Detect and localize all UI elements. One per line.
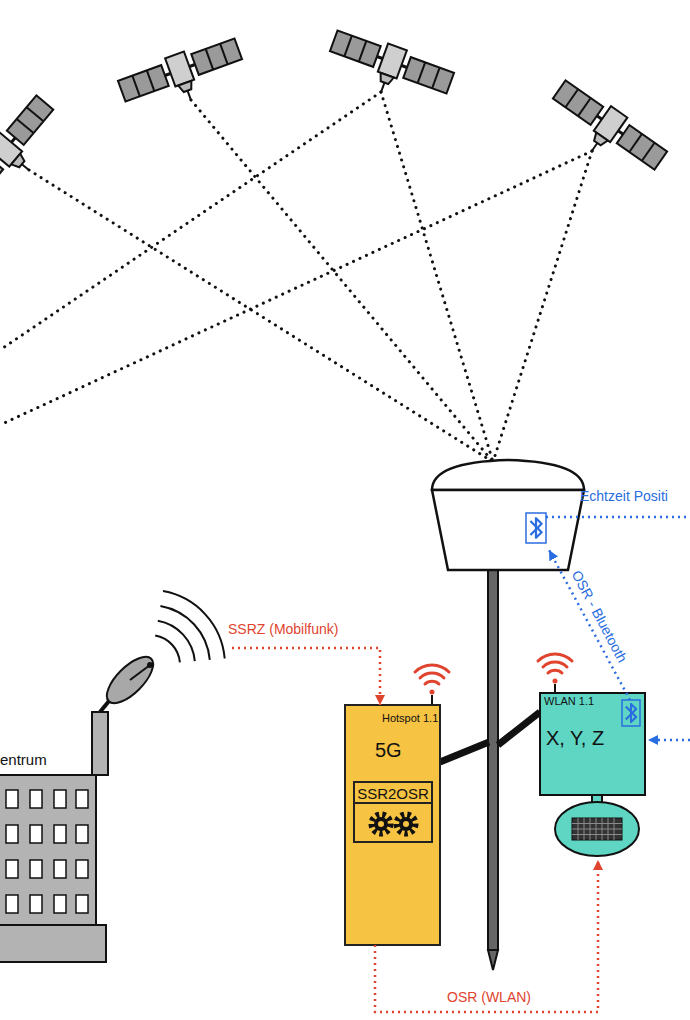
wifi-symbol bbox=[538, 654, 572, 684]
gnss-rover-pole bbox=[440, 570, 540, 970]
data-center-building bbox=[0, 712, 108, 962]
wifi-symbol bbox=[415, 665, 449, 695]
node-heading: entrum bbox=[0, 752, 47, 769]
tablet-box: WLAN 1.1 X, Y, Z bbox=[538, 690, 648, 860]
data-center: entrum bbox=[0, 590, 232, 960]
connector-label: SSRZ (Mobilfunk) bbox=[228, 622, 338, 637]
gear-symbol bbox=[372, 815, 415, 833]
data-link-arrow bbox=[232, 648, 380, 705]
field-tablet bbox=[540, 684, 645, 856]
signal-lines bbox=[0, 92, 592, 462]
hotspot-device bbox=[345, 695, 440, 945]
connector-label: OSR (WLAN) bbox=[447, 990, 531, 1005]
hotspot-box: Hotspot 1.1 5G SSR2OSR bbox=[345, 705, 440, 945]
dish-antenna bbox=[100, 591, 225, 712]
data-link-arrow bbox=[375, 860, 598, 1012]
device-label: WLAN 1.1 bbox=[544, 695, 594, 707]
satellite bbox=[116, 34, 249, 122]
satellite bbox=[323, 26, 456, 114]
process-label: SSR2OSR bbox=[354, 786, 432, 803]
coordinate-label: X, Y, Z bbox=[546, 727, 604, 749]
device-label: Hotspot 1.1 bbox=[382, 712, 438, 724]
signal-label: Echtzeit Positi bbox=[580, 489, 668, 504]
satellite bbox=[0, 92, 69, 218]
satellite bbox=[541, 76, 670, 186]
signal-label: OSR - Bluetooth bbox=[568, 568, 629, 665]
gnss-receiver bbox=[432, 460, 584, 570]
network-label: 5G bbox=[375, 739, 402, 761]
converter-box: SSR2OSR bbox=[354, 782, 432, 842]
